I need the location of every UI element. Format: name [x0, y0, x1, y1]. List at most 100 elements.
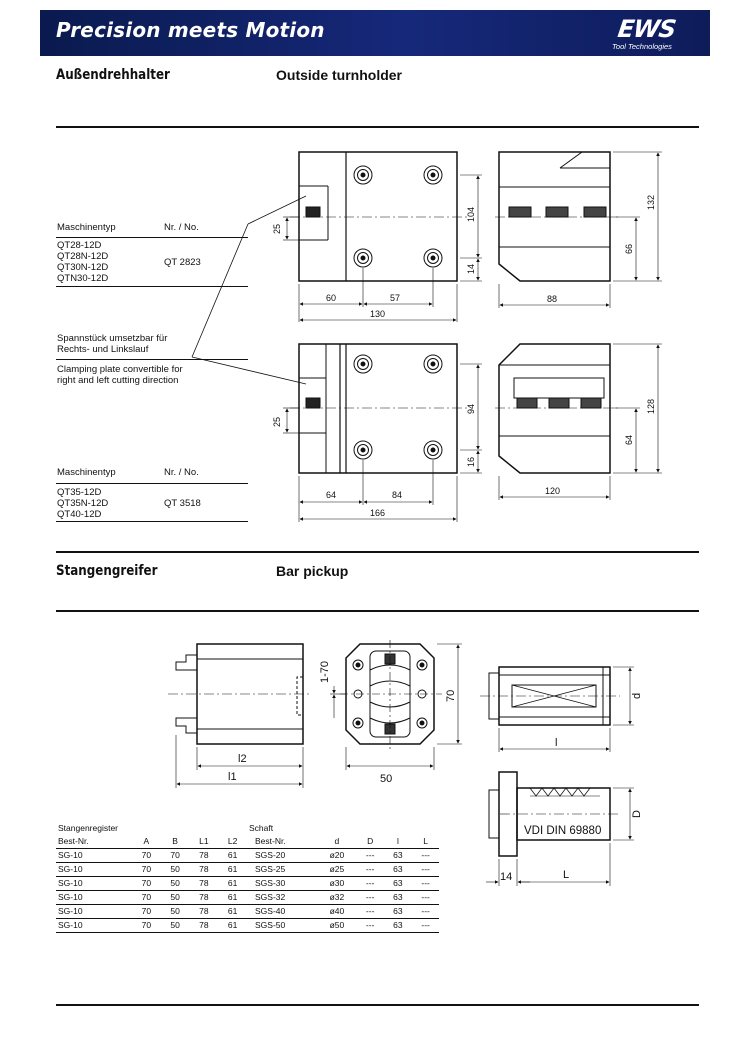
table2-machine: QT40-12D: [57, 509, 102, 520]
table-cell: 50: [160, 876, 190, 891]
divider-1: [56, 126, 699, 128]
shaft-top-view: [480, 666, 634, 752]
dim-text: L: [563, 869, 569, 881]
table1-col-no: Nr. / No.: [164, 222, 199, 233]
section2-title-de: Stangengreifer: [56, 563, 158, 579]
table1-header-line: [56, 237, 248, 238]
table1-machine: QT28-12D: [57, 240, 102, 251]
divider-3: [56, 610, 699, 612]
table-cell: 61: [218, 904, 247, 919]
table-cell: 61: [218, 848, 247, 863]
dim-text: 132: [646, 195, 656, 210]
table-cell: 50: [160, 918, 190, 933]
th: Best-Nr.: [56, 835, 132, 849]
table-cell: SGS-30: [247, 876, 317, 891]
table-cell: 78: [189, 876, 219, 891]
table-cell: 63: [383, 876, 413, 891]
th: L1: [189, 835, 219, 849]
dim-text: 94: [466, 404, 476, 414]
dim-text: 66: [624, 244, 634, 254]
table-cell: SGS-32: [247, 890, 317, 905]
table-cell: SGS-50: [247, 918, 317, 933]
shaft-label: VDI DIN 69880: [524, 825, 601, 837]
table-cell: 78: [189, 918, 219, 933]
dim-text: 70: [445, 690, 457, 702]
note-divider: [56, 359, 248, 360]
section1-title-en: Outside turnholder: [276, 67, 402, 83]
th: D: [356, 835, 384, 849]
group-left: Stangenregister: [58, 823, 119, 833]
table-cell: ---: [356, 848, 384, 863]
dim-text: 14: [466, 264, 476, 274]
table-cell: ---: [356, 904, 384, 919]
logo-subtitle: Tool Technologies: [612, 42, 672, 51]
table-cell: 78: [189, 848, 219, 863]
dim-text: l1: [228, 771, 237, 783]
dim-text: 25: [272, 417, 282, 427]
section1-title-de: Außendrehhalter: [56, 67, 170, 83]
banner-title: Precision meets Motion: [56, 18, 325, 42]
th: L: [412, 835, 439, 849]
th: L2: [218, 835, 247, 849]
table-cell: 70: [132, 862, 161, 877]
table-cell: ø20: [317, 848, 357, 863]
dim-text: 130: [370, 309, 385, 319]
th: d: [317, 835, 357, 849]
dim-text: l: [555, 737, 557, 749]
table-cell: ø25: [317, 862, 357, 877]
table-cell: ---: [412, 918, 439, 933]
table1-machine: QT30N-12D: [57, 262, 109, 273]
table-cell: 63: [383, 848, 413, 863]
table-cell: ---: [412, 904, 439, 919]
table2-header-line: [56, 483, 248, 484]
dim-text: 104: [466, 207, 476, 222]
table1-machine: QTN30-12D: [57, 273, 109, 284]
table1-bottom-line: [56, 286, 248, 287]
table-cell: SG-10: [56, 848, 132, 863]
table-cell: ---: [412, 876, 439, 891]
table-cell: SGS-40: [247, 904, 317, 919]
bar-register-table: Stangenregister Schaft Best-Nr. A B L1 L…: [56, 822, 439, 933]
table1-machine: QT28N-12D: [57, 251, 109, 262]
dim-text: 88: [547, 294, 557, 304]
holder2-front-view: [283, 343, 482, 522]
table-cell: SG-10: [56, 904, 132, 919]
dim-text: 64: [624, 435, 634, 445]
table-cell: ø50: [317, 918, 357, 933]
table2-col-no: Nr. / No.: [164, 467, 199, 478]
shaft-side-view: [486, 771, 634, 886]
section2-title-en: Bar pickup: [276, 563, 349, 579]
th: l: [383, 835, 413, 849]
table-cell: SG-10: [56, 890, 132, 905]
table-cell: SG-10: [56, 862, 132, 877]
th: A: [132, 835, 161, 849]
table-cell: 50: [160, 890, 190, 905]
table-cell: 70: [132, 918, 161, 933]
table-cell: ---: [356, 918, 384, 933]
table-cell: ---: [412, 890, 439, 905]
dim-text: 50: [380, 773, 392, 785]
dim-text: 16: [466, 457, 476, 467]
table-cell: ---: [412, 848, 439, 863]
dim-text: 128: [646, 399, 656, 414]
dim-text: 14: [500, 871, 512, 883]
dim-text: d: [631, 693, 643, 699]
table-cell: SG-10: [56, 918, 132, 933]
table-cell: 61: [218, 876, 247, 891]
table2-machine: QT35-12D: [57, 487, 102, 498]
group-right: Schaft: [249, 823, 274, 833]
dim-text: 166: [370, 508, 385, 518]
table-group-header: Stangenregister Schaft: [56, 822, 439, 835]
holder1-front-view: [283, 151, 482, 322]
divider-4: [56, 1004, 699, 1006]
th: Best-Nr.: [247, 835, 317, 849]
note-en-2: right and left cutting direction: [57, 375, 179, 386]
table-cell: ø32: [317, 890, 357, 905]
table-cell: 63: [383, 918, 413, 933]
dim-text: D: [631, 810, 643, 818]
